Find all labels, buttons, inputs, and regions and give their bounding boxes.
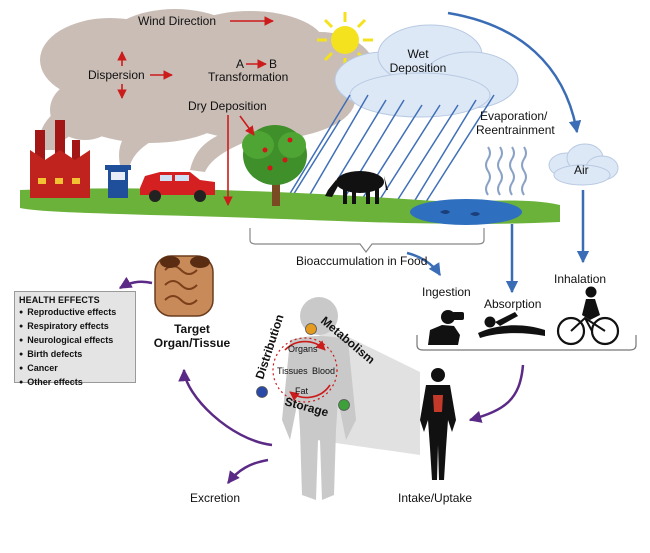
evaporation-lines xyxy=(485,146,527,196)
blue-arrows xyxy=(406,11,590,294)
gas-pump-icon xyxy=(105,165,131,198)
activities-bracket xyxy=(416,335,637,351)
dispersion-label: Dispersion xyxy=(88,68,145,82)
inhalation-label: Inhalation xyxy=(554,272,607,286)
pond-icon xyxy=(410,199,522,225)
pollution-cloud xyxy=(39,9,375,172)
tree-icon xyxy=(242,125,307,206)
drinking-person-icon xyxy=(428,310,464,345)
purple-arrows xyxy=(118,276,525,484)
tissues-label: Tissues xyxy=(277,366,308,376)
target-label-line1: Target xyxy=(174,322,210,336)
car-icon xyxy=(140,172,215,202)
cow-icon xyxy=(325,171,388,204)
organ-figure-icon xyxy=(420,368,456,480)
bioaccumulation-label: Bioaccumulation in Food xyxy=(296,254,428,268)
bioaccumulation-bracket xyxy=(249,228,485,253)
target-label-line2: Organ/Tissue xyxy=(153,336,231,350)
evaporation-label-line1: Evaporation/ xyxy=(480,109,548,123)
ingestion-label: Ingestion xyxy=(422,285,471,299)
health-effect-item: Other effects xyxy=(19,376,131,390)
wind-direction-label: Wind Direction xyxy=(138,14,217,28)
wet-deposition-label-line2: Deposition xyxy=(389,61,447,75)
blood-label: Blood xyxy=(312,366,335,376)
factory-icon xyxy=(30,120,90,198)
organs-label: Organs xyxy=(288,344,318,354)
health-effect-item: Birth defects xyxy=(19,348,131,362)
transformation-label: Transformation xyxy=(208,70,289,84)
red-arrows xyxy=(117,16,274,206)
health-effect-item: Reproductive effects xyxy=(19,306,131,320)
evaporation-label-line2: Reentrainment xyxy=(476,123,555,137)
air-cloud xyxy=(548,143,619,186)
rain-cloud xyxy=(334,24,519,118)
health-effect-item: Respiratory effects xyxy=(19,320,131,334)
transformation-a-label: A xyxy=(236,57,245,71)
transformation-b-label: B xyxy=(269,57,278,71)
rain-streaks xyxy=(279,94,495,216)
health-effects-list: Reproductive effects Respiratory effects… xyxy=(19,306,131,390)
health-effects-title: HEALTH EFFECTS xyxy=(19,295,100,305)
fat-label: Fat xyxy=(295,386,309,396)
dry-deposition-label: Dry Deposition xyxy=(188,99,267,113)
health-effects-box: HEALTH EFFECTS Reproductive effects Resp… xyxy=(14,291,136,387)
metabolism-cycle xyxy=(256,323,350,411)
swimmer-icon xyxy=(478,312,545,338)
intestines-icon xyxy=(154,255,214,317)
air-label: Air xyxy=(574,163,589,177)
health-effect-item: Neurological effects xyxy=(19,334,131,348)
wet-deposition-label-line1: Wet xyxy=(407,47,429,61)
health-effect-item: Cancer xyxy=(19,362,131,376)
intake-uptake-label: Intake/Uptake xyxy=(398,491,473,505)
cyclist-icon xyxy=(556,286,620,346)
absorption-label: Absorption xyxy=(484,297,542,311)
excretion-label: Excretion xyxy=(190,491,241,505)
